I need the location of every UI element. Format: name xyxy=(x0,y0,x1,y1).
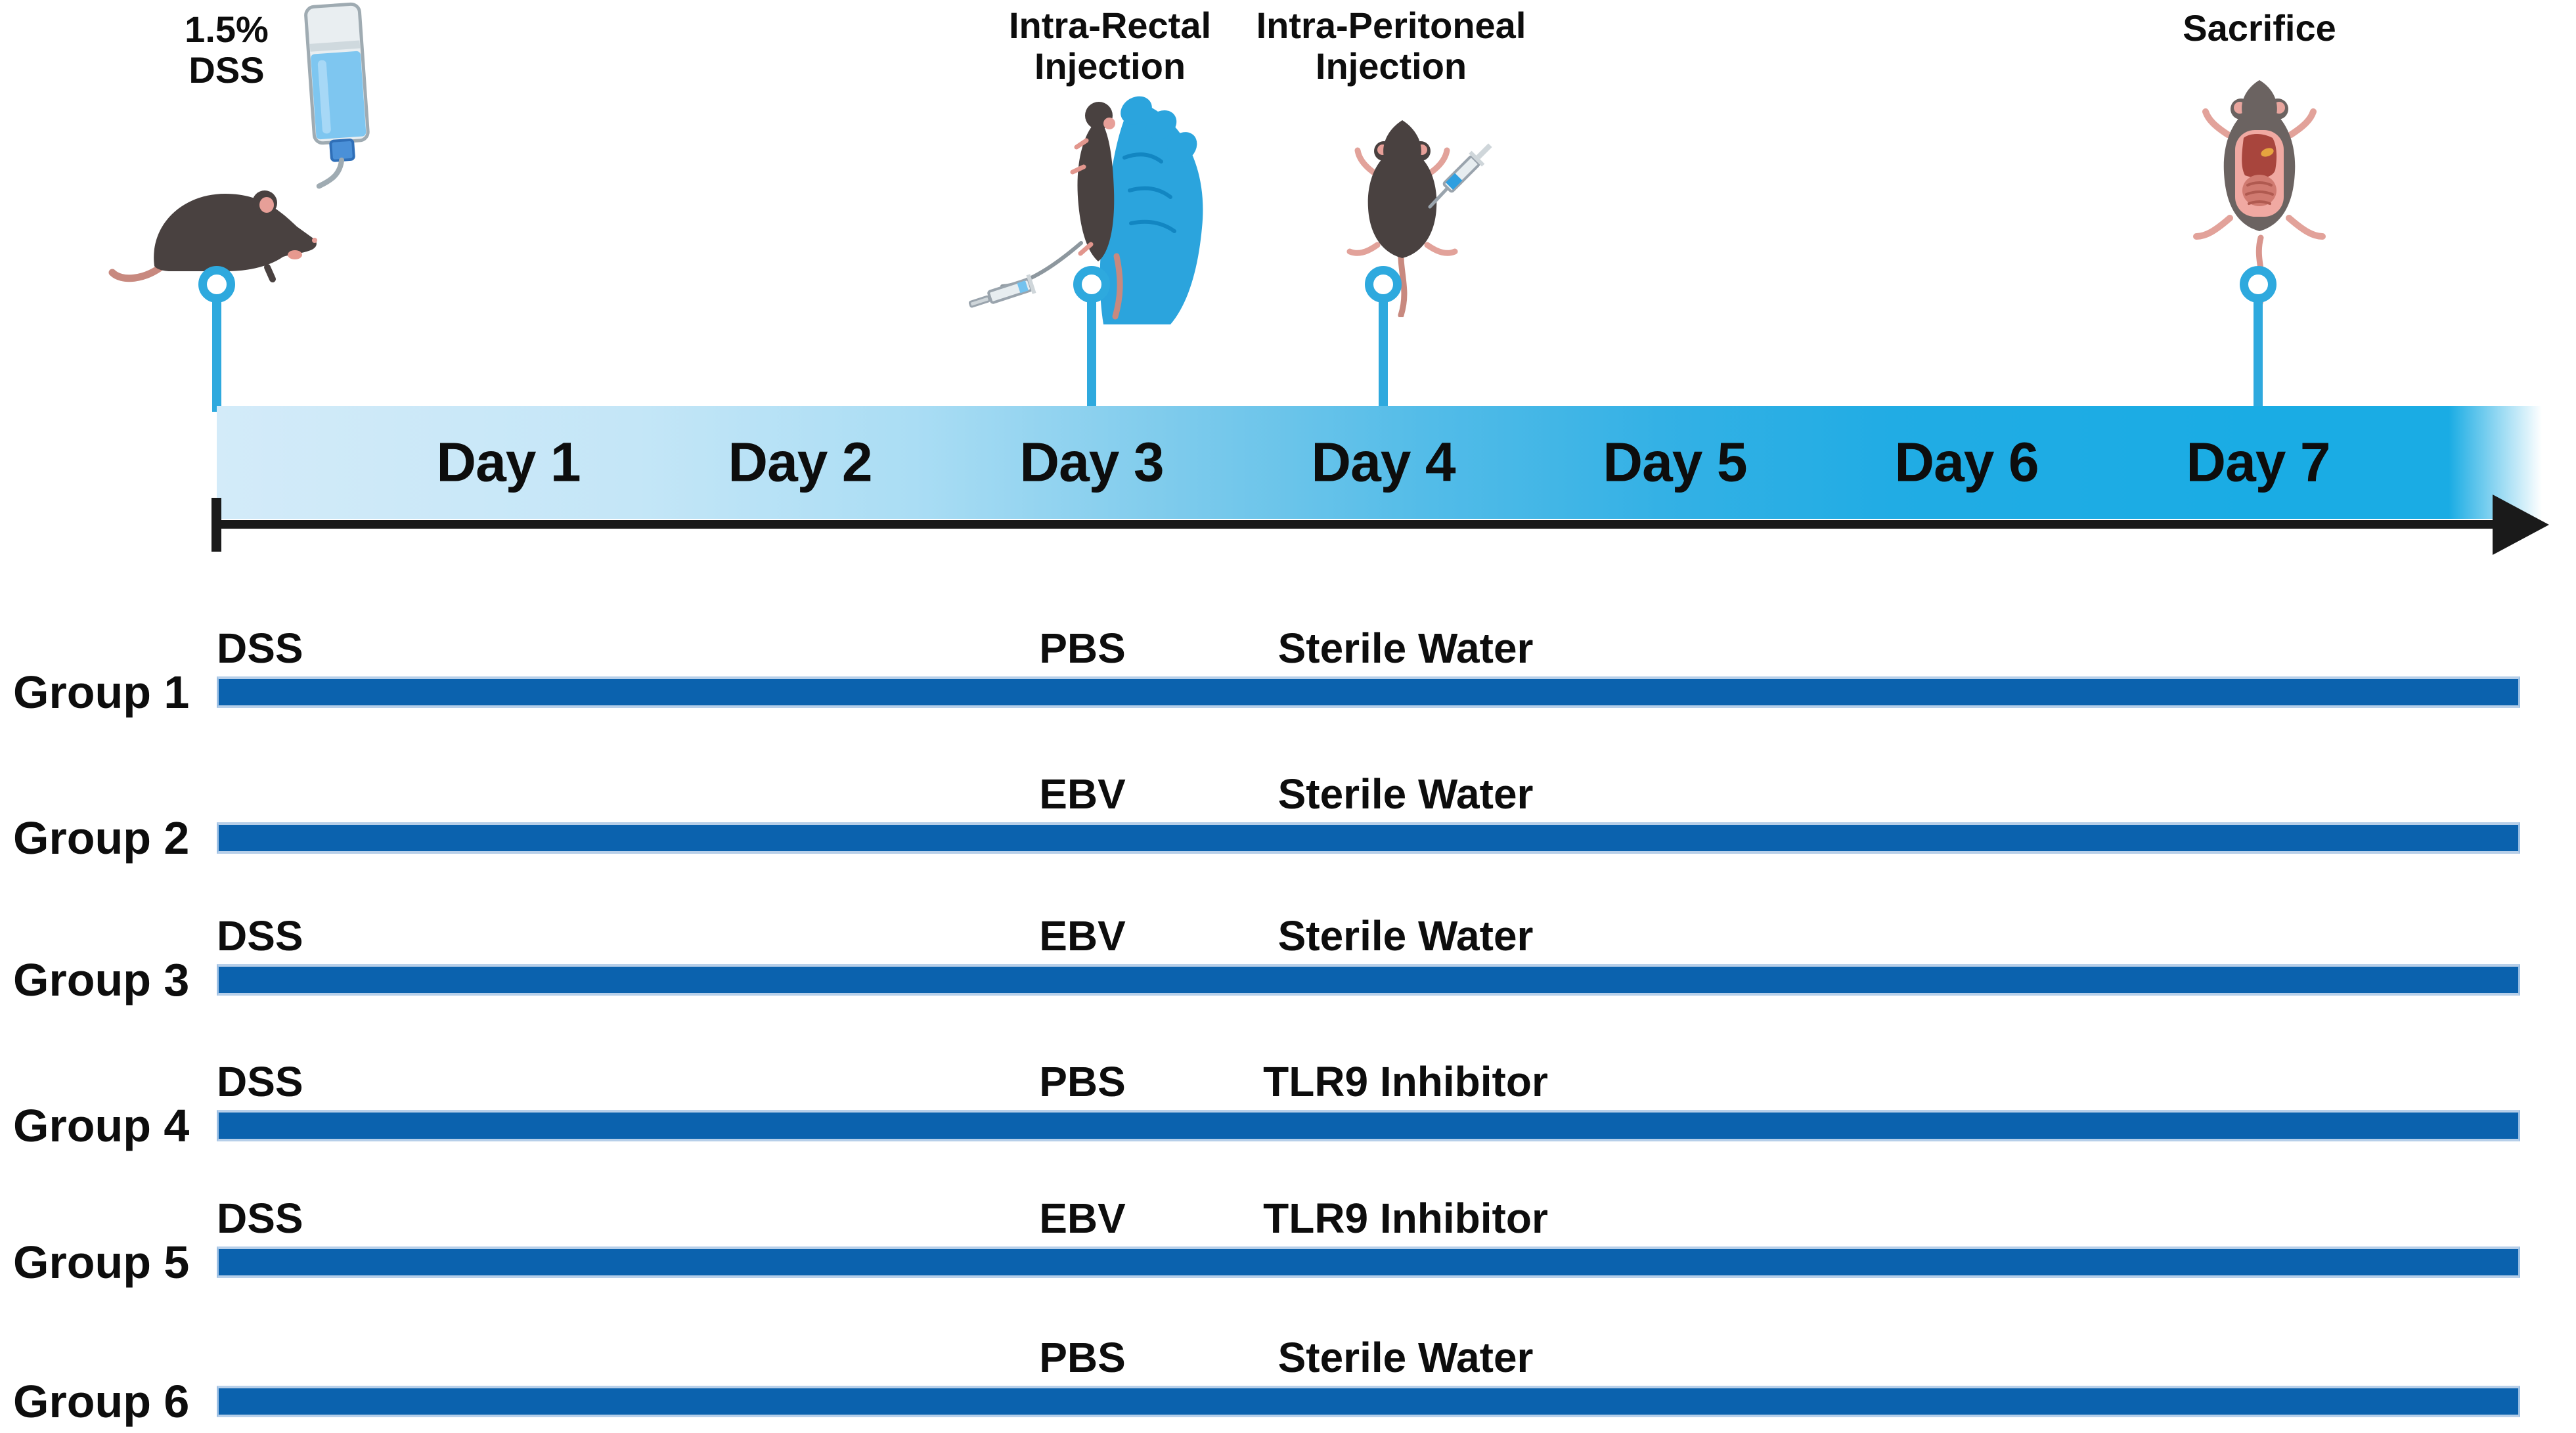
axis-arrowhead-icon xyxy=(2493,495,2549,555)
marker-stem xyxy=(1379,300,1388,412)
group-label: Group 1 xyxy=(13,667,190,718)
sacrifice-line1: Sacrifice xyxy=(2183,7,2336,49)
marker-stem xyxy=(1087,300,1096,412)
group-bar xyxy=(217,822,2520,854)
treatment-label-day3: EBV xyxy=(1039,912,1126,959)
treatment-label-oral: DSS xyxy=(217,1195,303,1242)
day-label-5: Day 5 xyxy=(1603,431,1747,493)
event-caption-sacrifice: Sacrifice xyxy=(2183,8,2336,49)
group-label: Group 6 xyxy=(13,1376,190,1427)
group-label: Group 5 xyxy=(13,1237,190,1288)
marker-circle-icon xyxy=(1073,266,1110,303)
group-bar xyxy=(217,1246,2520,1278)
treatment-label-day4: Sterile Water xyxy=(1277,912,1534,959)
treatment-label-day4: Sterile Water xyxy=(1277,770,1534,818)
mouse-top-syringe-icon xyxy=(1304,95,1501,317)
intra-rectal-line2: Injection xyxy=(1034,45,1186,87)
marker-circle-icon xyxy=(198,266,235,303)
timeline-axis xyxy=(217,520,2502,529)
group-bar xyxy=(217,964,2520,996)
marker-circle-icon xyxy=(2240,266,2276,303)
treatment-label-day4: Sterile Water xyxy=(1277,625,1534,672)
dissected-mouse-icon xyxy=(2167,46,2351,307)
mouse-side-icon xyxy=(108,161,335,286)
intra-rectal-line1: Intra-Rectal xyxy=(1008,5,1212,46)
treatment-label-oral: DSS xyxy=(217,1058,303,1105)
treatment-label-day3: PBS xyxy=(1039,1058,1126,1105)
marker-stem xyxy=(212,300,221,412)
treatment-label-day3: PBS xyxy=(1039,625,1126,672)
gloved-hand-mouse-syringe-icon xyxy=(964,80,1240,324)
event-caption-intra-rectal: Intra-Rectal Injection xyxy=(1009,5,1211,87)
group-label: Group 3 xyxy=(13,954,190,1005)
day-label-1: Day 1 xyxy=(436,431,581,493)
dss-label: DSS xyxy=(189,49,265,91)
group-label: Group 4 xyxy=(13,1100,190,1151)
day-label-4: Day 4 xyxy=(1311,431,1455,493)
event-caption-intra-peritoneal: Intra-Peritoneal Injection xyxy=(1256,5,1526,87)
treatment-label-day4: TLR9 Inhibitor xyxy=(1263,1195,1548,1242)
day-label-6: Day 6 xyxy=(1894,431,2039,493)
treatment-label-day4: Sterile Water xyxy=(1277,1334,1534,1381)
group-label: Group 2 xyxy=(13,812,190,864)
intra-peritoneal-line2: Injection xyxy=(1315,45,1467,87)
treatment-label-day3: EBV xyxy=(1039,770,1126,818)
treatment-label-oral: DSS xyxy=(217,912,303,959)
treatment-label-oral: DSS xyxy=(217,625,303,672)
event-caption-dss: 1.5% DSS xyxy=(185,9,269,91)
treatment-label-day3: EBV xyxy=(1039,1195,1126,1242)
treatment-label-day4: TLR9 Inhibitor xyxy=(1263,1058,1548,1105)
marker-stem xyxy=(2254,300,2263,412)
axis-start-tick xyxy=(211,498,221,552)
day-label-3: Day 3 xyxy=(1019,431,1164,493)
intra-peritoneal-line1: Intra-Peritoneal xyxy=(1256,5,1526,46)
water-bottle-icon xyxy=(296,1,381,192)
timeline-band: Day 1 Day 2 Day 3 Day 4 Day 5 Day 6 Day … xyxy=(217,406,2542,519)
group-bar xyxy=(217,1386,2520,1417)
treatment-label-day3: PBS xyxy=(1039,1334,1126,1381)
group-bar xyxy=(217,676,2520,708)
marker-circle-icon xyxy=(1365,266,1402,303)
dss-percent-label: 1.5% xyxy=(185,9,269,50)
day-label-7: Day 7 xyxy=(2186,431,2330,493)
group-bar xyxy=(217,1110,2520,1141)
day-label-2: Day 2 xyxy=(728,431,872,493)
